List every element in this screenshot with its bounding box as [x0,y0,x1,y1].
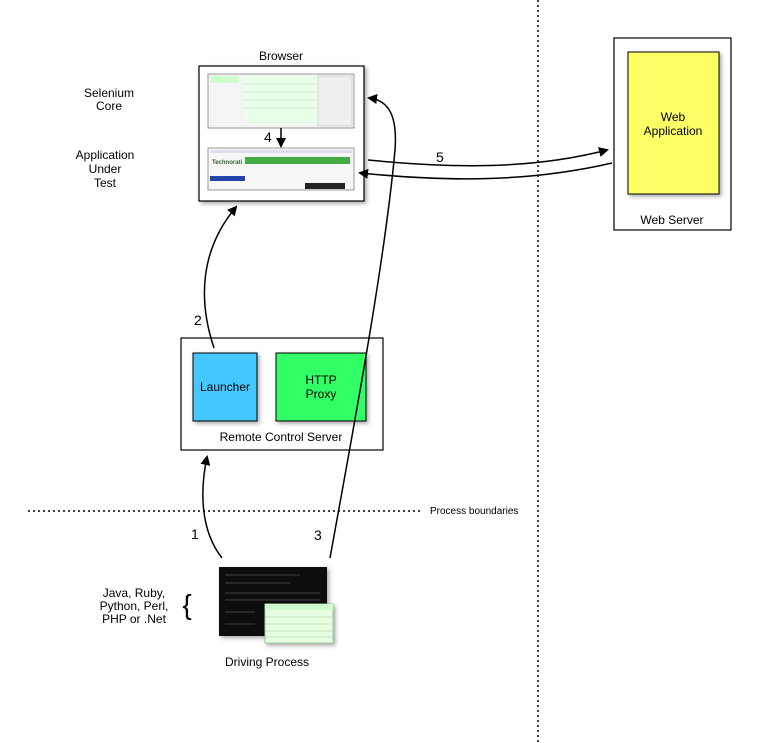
http-proxy-label-1: HTTP [305,373,336,387]
selenium-core-label-2: Core [96,99,122,113]
web-server-title: Web Server [640,213,703,227]
web-application-box [627,51,720,195]
selenium-core-label-1: Selenium [84,86,134,100]
step-5-label: 5 [436,149,444,165]
languages-line-1: Java, Ruby, [103,586,165,600]
driving-process-title: Driving Process [225,655,309,669]
process-boundaries-label: Process boundaries [430,506,518,517]
remote-control-server-title: Remote Control Server [220,430,343,444]
technorati-logo: Technorati [212,160,243,166]
brace-icon: { [182,589,191,620]
step-5-request-arrow [367,147,609,167]
http-proxy-label-2: Proxy [306,387,337,401]
web-application-label-1: Web [661,110,686,124]
aut-label-3: Test [94,176,117,190]
step-4-label: 4 [264,129,272,145]
aut-label-2: Under [89,162,122,176]
launcher-label: Launcher [200,380,250,394]
selenium-core-thumbnail [207,73,355,129]
launcher-box [192,352,258,422]
application-under-test-thumbnail: Technorati [207,147,355,191]
step-1-label: 1 [191,526,199,542]
step-2-label: 2 [194,312,202,328]
web-application-label-2: Application [644,124,703,138]
step-3-label: 3 [314,527,322,543]
languages-line-2: Python, Perl, [100,599,169,613]
http-proxy-box [275,352,367,422]
languages-line-3: PHP or .Net [102,612,166,626]
step-1-arrow [200,455,223,559]
step-3-arrow [329,94,397,559]
driving-process-thumbnail [219,567,334,644]
browser-title: Browser [259,49,303,63]
aut-label-1: Application [76,148,135,162]
step-5-response-arrow [358,162,613,180]
step-2-arrow [203,205,238,349]
